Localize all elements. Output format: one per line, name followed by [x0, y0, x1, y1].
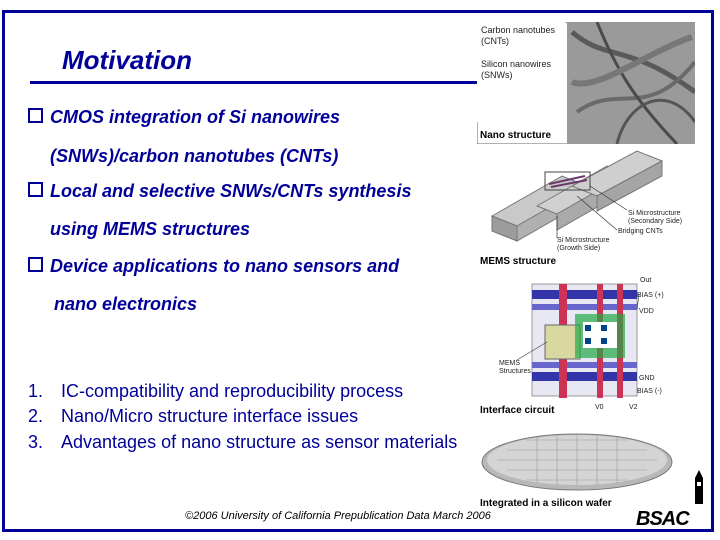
- nano-structure-panel: Carbon nanotubes (CNTs) Silicon nanowire…: [476, 21, 697, 146]
- label-bias-pos: BIAS (+): [637, 292, 664, 299]
- label-gnd: GND: [639, 375, 655, 382]
- label-out: Out: [640, 277, 652, 284]
- bullet-box-icon: [28, 108, 43, 123]
- label-growth: Si Microstructure (Growth Side): [557, 237, 610, 252]
- mems-structure-image: [477, 146, 695, 268]
- caption-nano: Nano structure: [480, 130, 552, 141]
- bullet-3: Device applications to nano sensors and: [28, 256, 399, 277]
- label-cnt: Carbon nanotubes (CNTs): [481, 25, 556, 46]
- bullet-1: CMOS integration of Si nanowires: [28, 107, 340, 128]
- label-mems: MEMS Structures: [499, 360, 531, 375]
- slide-frame: [2, 10, 714, 532]
- caption-wafer: Integrated in a silicon wafer: [480, 498, 612, 509]
- numbered-item-1: 1.IC-compatibility and reproducibility p…: [28, 381, 404, 401]
- numbered-item-2: 2.Nano/Micro structure interface issues: [28, 406, 359, 426]
- label-bias-neg: BIAS (-): [637, 388, 662, 395]
- bullet-1-cont: (SNWs)/carbon nanotubes (CNTs): [50, 146, 339, 166]
- wafer-panel: Integrated in a silicon wafer: [477, 420, 695, 510]
- bullet-2-cont: using MEMS structures: [50, 219, 251, 239]
- mems-structure-panel: Si Microstructure (Secondary Side) Bridg…: [477, 146, 695, 268]
- title-underline: [30, 81, 480, 84]
- bullet-box-icon: [28, 182, 43, 197]
- caption-circuit: Interface circuit: [480, 405, 555, 416]
- numbered-item-3: 3.Advantages of nano structure as sensor…: [28, 432, 458, 452]
- bsac-logo: BSAC: [636, 508, 690, 530]
- label-secondary: Si Microstructure (Secondary Side): [628, 210, 683, 225]
- silicon-wafer-image: [481, 433, 673, 491]
- interface-circuit-panel: Out BIAS (+) VDD GND BIAS (-) V0 V2 MEMS…: [477, 270, 695, 418]
- bullet-2: Local and selective SNWs/CNTs synthesis: [28, 181, 411, 202]
- footer-copyright: ©2006 University of California Prepublic…: [185, 510, 491, 522]
- caption-mems: MEMS structure: [480, 256, 557, 267]
- bullet-box-icon: [28, 257, 43, 272]
- nano-structure-image: [476, 21, 697, 146]
- label-bridging: Bridging CNTs: [618, 228, 663, 235]
- label-v0: V0: [595, 404, 604, 411]
- label-vdd: VDD: [639, 308, 654, 315]
- campanile-tower-icon: [695, 470, 703, 504]
- interface-circuit-image: [477, 270, 695, 418]
- label-v2: V2: [629, 404, 638, 411]
- slide-title: Motivation: [62, 45, 192, 75]
- label-snw: Silicon nanowires (SNWs): [481, 59, 552, 80]
- bullet-3-cont: nano electronics: [54, 294, 198, 314]
